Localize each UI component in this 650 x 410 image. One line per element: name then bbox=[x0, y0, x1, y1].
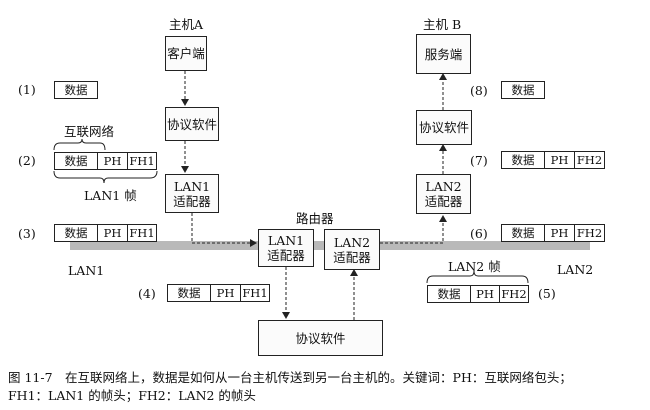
router-lan1-adapter-line2: 适配器 bbox=[267, 248, 305, 263]
host-b-label: 主机 B bbox=[423, 17, 462, 32]
router-lan2-adapter-line1: LAN2 bbox=[333, 234, 371, 250]
arrow-router-to-lan2 bbox=[380, 215, 447, 244]
protocol-software-a-box: 协议软件 bbox=[165, 107, 219, 141]
lan1-frame-label: LAN1 帧 bbox=[84, 188, 137, 203]
lan2-adapter-b-line1: LAN2 bbox=[425, 179, 462, 194]
server-box: 服务端 bbox=[416, 34, 471, 74]
packet-8: 数据 bbox=[501, 81, 545, 99]
internet-packet-label: 互联网络 bbox=[64, 124, 115, 139]
protocol-software-b-label: 协议软件 bbox=[418, 120, 469, 135]
client-label: 客户端 bbox=[167, 46, 205, 61]
lan1-adapter-a-line1: LAN1 bbox=[173, 178, 211, 194]
router-label: 路由器 bbox=[296, 211, 334, 226]
packet-cell-ph: PH bbox=[211, 284, 241, 302]
packet-cell-data: 数据 bbox=[501, 151, 545, 169]
packet-cell-ph: PH bbox=[545, 224, 575, 242]
packet-cell-data: 数据 bbox=[167, 284, 211, 302]
packet-1-number: (1) bbox=[18, 82, 36, 97]
figure-caption-line1: 图 11-7 在互联网络上，数据是如何从一台主机传送到另一台主机的。关键词：PH… bbox=[8, 370, 572, 385]
router-protocol-software-label: 协议软件 bbox=[295, 330, 346, 346]
packet-cell-ph: PH bbox=[545, 151, 575, 169]
packet-8-number: (8) bbox=[470, 83, 488, 98]
packet-cell-data: 数据 bbox=[54, 152, 98, 170]
router-lan2-adapter-line2: 适配器 bbox=[333, 249, 371, 265]
packet-cell-data: 数据 bbox=[54, 224, 98, 242]
packet-6: 数据 PH FH2 bbox=[501, 224, 605, 242]
packet-cell-fh: FH2 bbox=[575, 151, 605, 169]
packet-cell-ph: PH bbox=[471, 285, 500, 303]
lan2-adapter-b-line2: 适配器 bbox=[424, 194, 463, 209]
packet-cell-fh: FH2 bbox=[500, 285, 529, 303]
packet-2: 数据 PH FH1 bbox=[54, 152, 157, 170]
lan1-adapter-a-line2: 适配器 bbox=[173, 193, 211, 209]
protocol-software-b-box: 协议软件 bbox=[416, 110, 472, 145]
packet-5: 数据 PH FH2 bbox=[427, 285, 529, 303]
brace-lan2-frame bbox=[426, 270, 529, 284]
client-box: 客户端 bbox=[165, 36, 207, 71]
packet-6-number: (6) bbox=[470, 226, 488, 241]
packet-7: 数据 PH FH2 bbox=[501, 151, 605, 169]
packet-cell-ph: PH bbox=[98, 224, 128, 242]
packet-cell-fh: FH1 bbox=[128, 152, 157, 170]
packet-cell-data: 数据 bbox=[501, 81, 545, 99]
router-lan1-adapter-line1: LAN1 bbox=[267, 233, 305, 248]
packet-3-number: (3) bbox=[18, 226, 36, 241]
packet-7-number: (7) bbox=[470, 153, 488, 168]
packet-3: 数据 PH FH1 bbox=[54, 224, 157, 242]
brace-internet-packet bbox=[53, 138, 106, 151]
server-label: 服务端 bbox=[424, 46, 463, 62]
host-a-label: 主机A bbox=[169, 17, 204, 32]
packet-2-number: (2) bbox=[18, 153, 36, 168]
packet-cell-data: 数据 bbox=[54, 81, 98, 99]
lan1-label: LAN1 bbox=[68, 263, 105, 278]
figure-caption-line2: FH1：LAN1 的帧头；FH2：LAN2 的帧头 bbox=[8, 388, 256, 403]
protocol-software-a-label: 协议软件 bbox=[166, 116, 217, 132]
lan2-frame-label: LAN2 帧 bbox=[448, 259, 501, 274]
router-lan1-adapter-box: LAN1 适配器 bbox=[258, 229, 314, 267]
packet-4: 数据 PH FH1 bbox=[167, 284, 270, 302]
packet-5-number: (5) bbox=[538, 286, 556, 301]
packet-1: 数据 bbox=[54, 81, 98, 99]
lan2-label: LAN2 bbox=[557, 262, 594, 277]
packet-cell-data: 数据 bbox=[501, 224, 545, 242]
arrow-lan1-to-router bbox=[191, 213, 257, 247]
router-lan2-adapter-box: LAN2 适配器 bbox=[324, 229, 380, 270]
packet-cell-data: 数据 bbox=[427, 285, 471, 303]
brace-lan1-frame bbox=[53, 170, 158, 184]
packet-cell-fh: FH2 bbox=[575, 224, 605, 242]
lan2-adapter-b-box: LAN2 适配器 bbox=[416, 174, 471, 214]
packet-cell-ph: PH bbox=[98, 152, 128, 170]
router-protocol-software-box: 协议软件 bbox=[258, 320, 383, 356]
packet-cell-fh: FH1 bbox=[241, 284, 270, 302]
packet-4-number: (4) bbox=[138, 286, 156, 301]
packet-cell-fh: FH1 bbox=[128, 224, 157, 242]
lan1-adapter-a-box: LAN1 适配器 bbox=[165, 174, 219, 213]
